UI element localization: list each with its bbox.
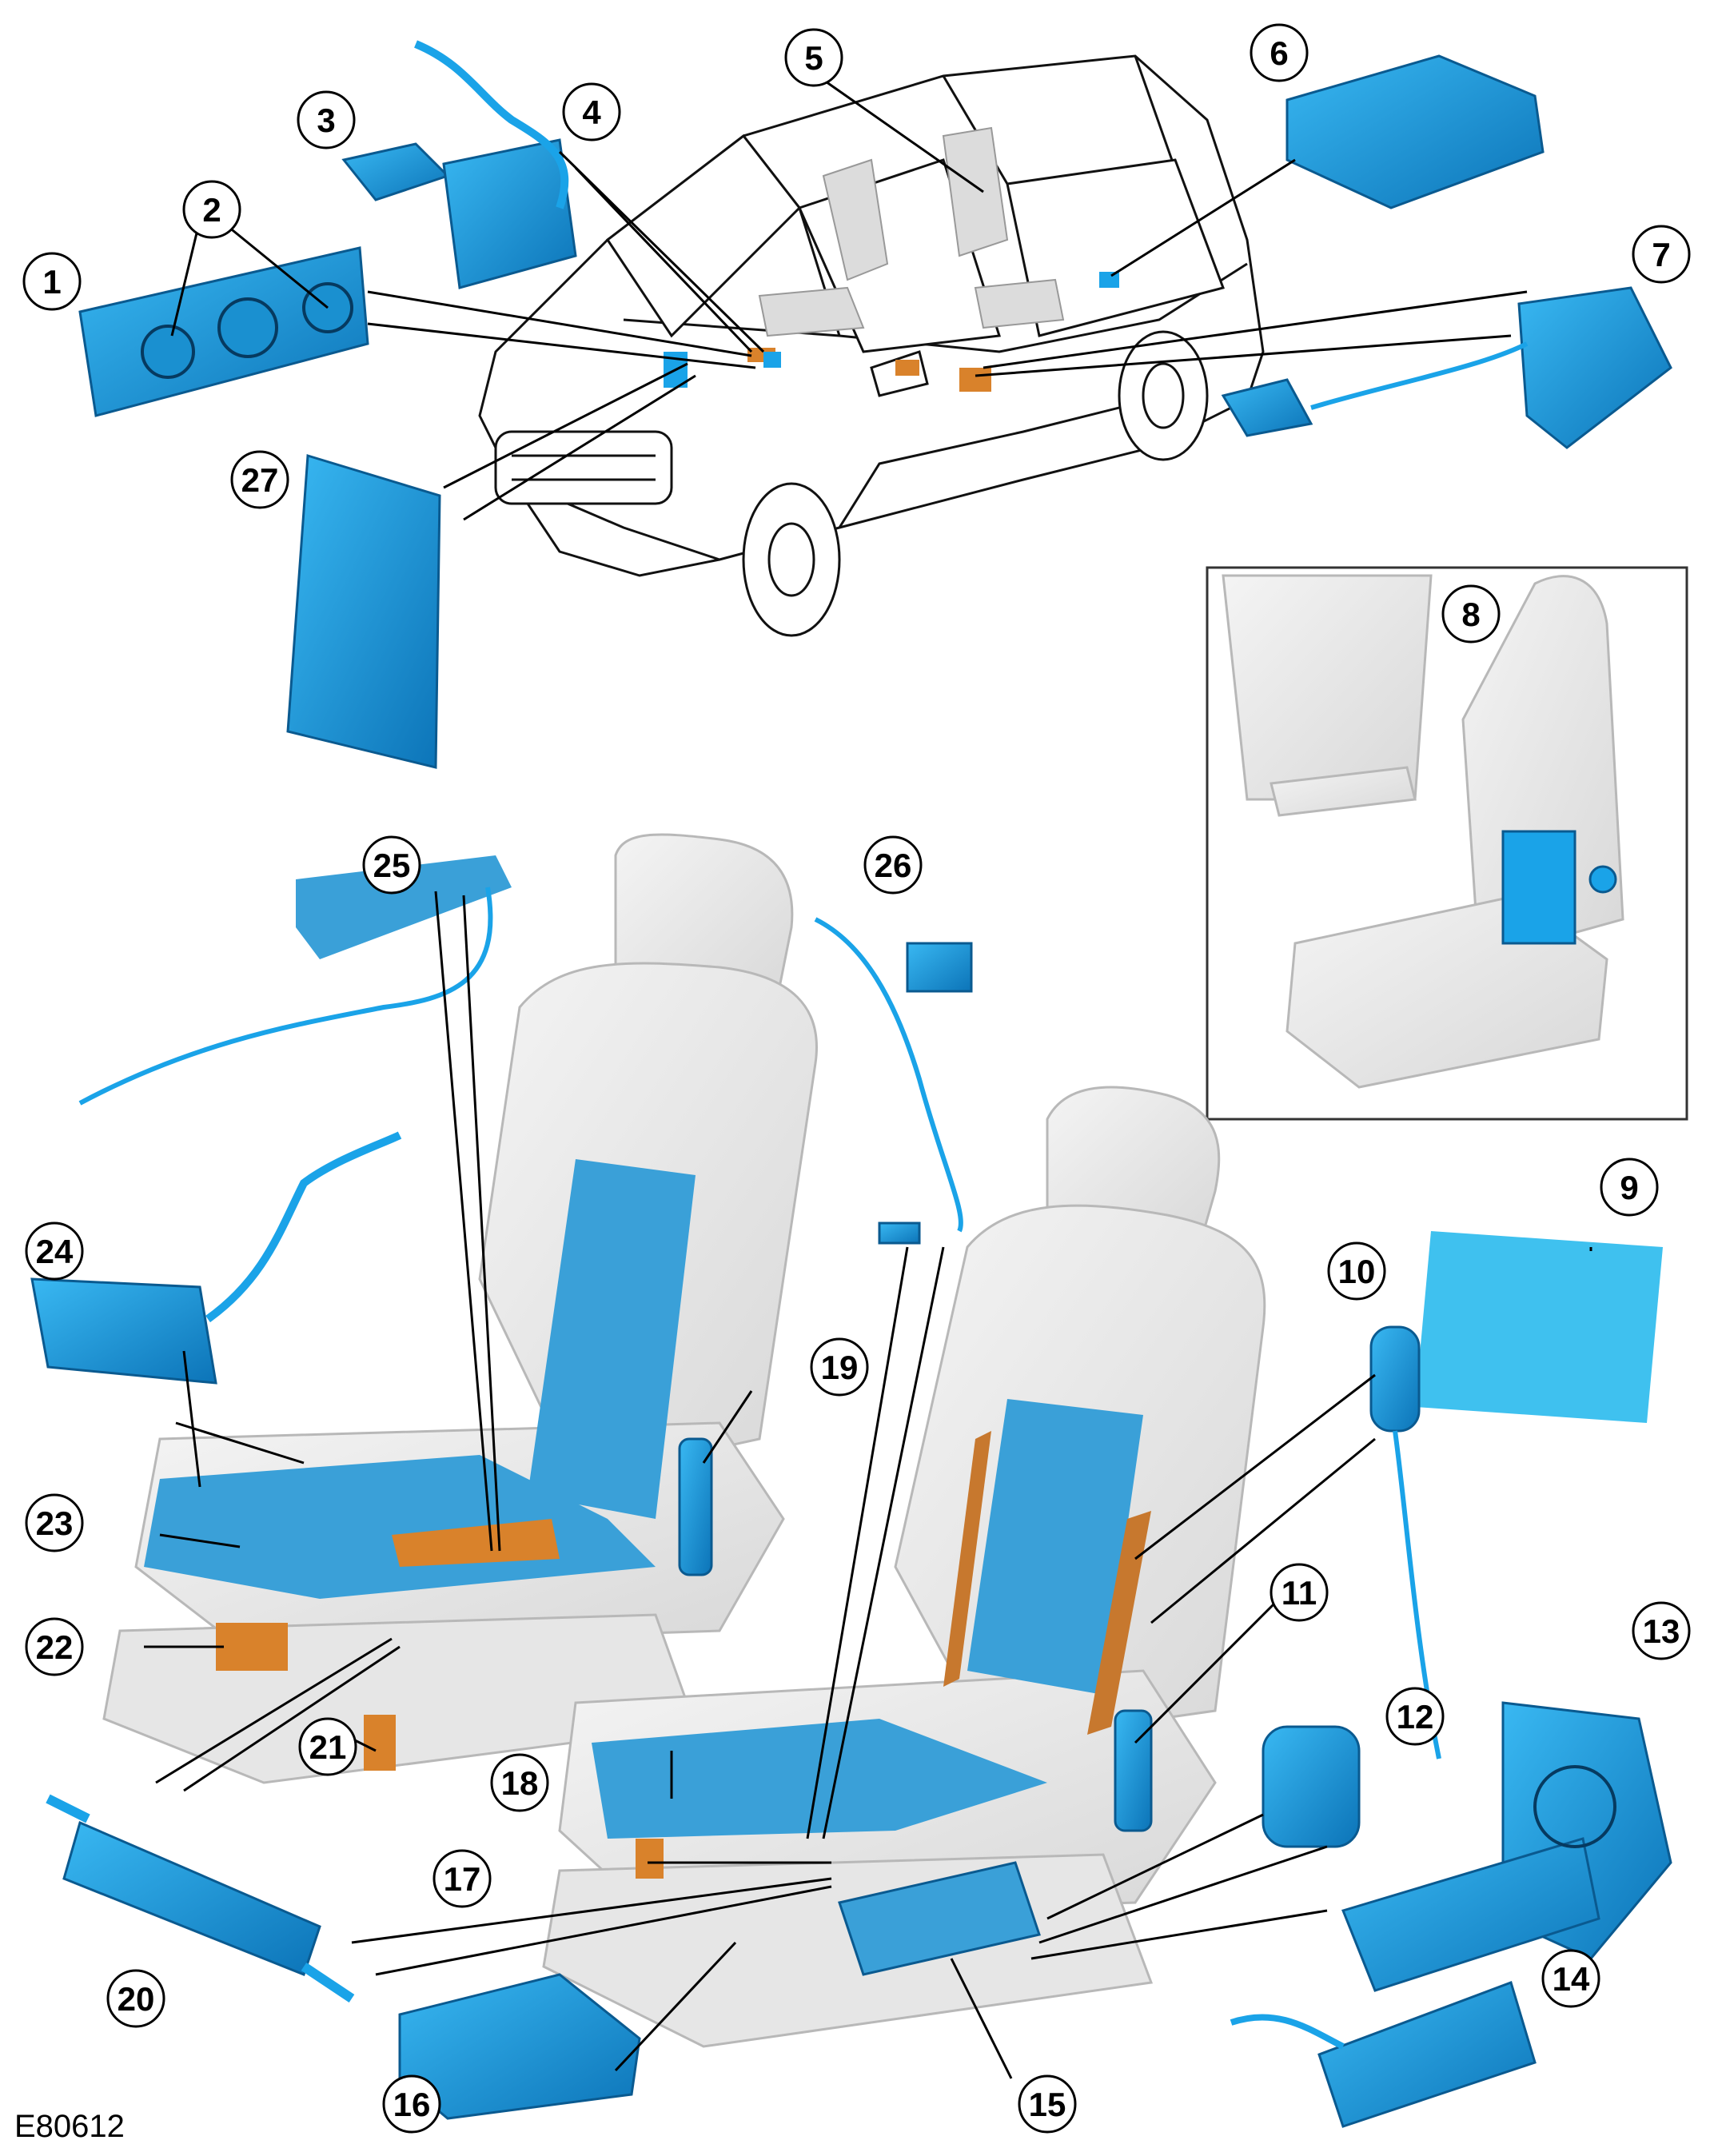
- svg-text:21: 21: [309, 1728, 347, 1766]
- svg-text:6: 6: [1270, 34, 1288, 72]
- callouts: 1 2 3 4 5 6 7 8 9 10 11 12 13 14 15 16 1…: [22, 23, 1691, 2134]
- svg-text:12: 12: [1397, 1698, 1434, 1736]
- svg-text:16: 16: [393, 2086, 431, 2123]
- occupancy-sensing-mat: [78, 855, 512, 1106]
- svg-text:22: 22: [36, 1628, 74, 1666]
- callout-25: 25: [362, 835, 421, 895]
- svg-text:18: 18: [501, 1764, 539, 1802]
- callout-13: 13: [1632, 1601, 1691, 1660]
- vehicle-marker-rear-module: [1099, 272, 1119, 288]
- seat-heater-pad: [1415, 1231, 1663, 1423]
- right-seat-lumbar-heater-right: [1087, 1511, 1151, 1735]
- callout-15: 15: [1018, 2074, 1077, 2134]
- left-seat-switch-pack: [30, 1131, 402, 1385]
- svg-text:8: 8: [1461, 596, 1480, 633]
- svg-text:15: 15: [1029, 2086, 1066, 2123]
- svg-text:9: 9: [1620, 1169, 1638, 1206]
- vehicle-marker-seat-heater-2: [895, 360, 919, 376]
- vehicle-marker-seat-module: [763, 352, 781, 368]
- svg-text:10: 10: [1338, 1253, 1376, 1290]
- seat-position-sensor: [636, 1839, 664, 1879]
- lumbar-support-actuator: [46, 1794, 355, 2003]
- callout-3: 3: [297, 90, 356, 149]
- ventilation-blower-housing: [1262, 1725, 1361, 1848]
- callout-5: 5: [784, 28, 843, 87]
- seat-harness-connectors: [814, 917, 973, 1245]
- svg-text:23: 23: [36, 1504, 74, 1542]
- rear-control-module: [1285, 54, 1545, 209]
- svg-text:11: 11: [1282, 1574, 1317, 1612]
- climate-control-panel: [78, 246, 369, 417]
- svg-text:3: 3: [317, 102, 335, 139]
- seat-heater-connector: [216, 1623, 288, 1671]
- control-switch-pack: [341, 142, 450, 201]
- callout-12: 12: [1385, 1687, 1445, 1746]
- callout-27: 27: [230, 450, 289, 509]
- svg-text:1: 1: [42, 263, 61, 301]
- callout-6: 6: [1250, 23, 1309, 82]
- svg-text:17: 17: [444, 1860, 481, 1898]
- svg-text:4: 4: [582, 94, 601, 131]
- right-seat-lumbar-heater-left: [943, 1431, 991, 1687]
- rotary-knob-centre: [217, 297, 278, 358]
- seat-adjust-motor-assembly: [838, 1861, 1041, 1976]
- right-seat-switch-pack: [1230, 1981, 1537, 2128]
- callout-22: 22: [25, 1617, 84, 1676]
- right-seat-cushion-heater-mat: [592, 1719, 1047, 1839]
- figure-reference-id: E80612: [14, 2109, 125, 2144]
- callout-11: 11: [1270, 1563, 1329, 1622]
- svg-text:24: 24: [36, 1233, 74, 1270]
- vehicle-interior-seats: [758, 126, 1065, 337]
- callout-1: 1: [22, 252, 82, 311]
- callout-19: 19: [810, 1337, 869, 1397]
- callout-4: 4: [562, 82, 621, 141]
- seat-switch-assembly: [1221, 286, 1672, 449]
- recliner-motor: [364, 1715, 396, 1771]
- right-seat-motor: [1114, 1709, 1153, 1832]
- seat-control-module-with-harness: [414, 40, 577, 289]
- body-control-module: [286, 454, 441, 769]
- svg-text:2: 2: [202, 191, 221, 229]
- left-seat-height-motor: [678, 1437, 713, 1576]
- lumbar-support-grid: [1501, 830, 1576, 945]
- callout-14: 14: [1541, 1949, 1600, 2008]
- svg-text:5: 5: [804, 39, 823, 77]
- callout-20: 20: [106, 1969, 165, 2028]
- lumbar-pump: [1588, 865, 1617, 894]
- left-seat-cushion-heater-mat: [144, 1455, 656, 1599]
- callout-17: 17: [432, 1849, 492, 1908]
- vehicle-outline: [478, 54, 1265, 637]
- right-seat-track: [542, 1853, 1154, 2048]
- callout-10: 10: [1327, 1241, 1386, 1301]
- callout-18: 18: [490, 1753, 549, 1812]
- callout-16: 16: [382, 2074, 441, 2134]
- svg-text:27: 27: [241, 461, 279, 499]
- left-seat-back-heater-mat: [528, 1159, 696, 1519]
- callout-7: 7: [1632, 225, 1691, 284]
- callout-21: 21: [298, 1717, 357, 1776]
- leader-lines: [144, 78, 1592, 2079]
- callout-26: 26: [863, 835, 923, 895]
- svg-text:26: 26: [875, 847, 912, 884]
- callout-9: 9: [1600, 1158, 1659, 1217]
- callout-8: 8: [1441, 584, 1501, 644]
- seat-blower-motor: [1341, 1701, 1672, 1992]
- svg-text:14: 14: [1553, 1960, 1590, 1998]
- callout-24: 24: [25, 1221, 84, 1281]
- rotary-knob-left: [141, 325, 195, 379]
- right-seat-back-heater-mat: [967, 1399, 1143, 1695]
- svg-text:25: 25: [373, 847, 411, 884]
- svg-text:13: 13: [1643, 1612, 1680, 1650]
- callout-2: 2: [182, 180, 241, 239]
- occupancy-sensor-mat: [392, 1519, 560, 1567]
- svg-text:19: 19: [821, 1349, 859, 1386]
- vehicle-marker-seat-heater: [959, 368, 991, 392]
- svg-text:7: 7: [1652, 236, 1670, 273]
- callout-23: 23: [25, 1493, 84, 1552]
- svg-text:20: 20: [118, 1980, 155, 2018]
